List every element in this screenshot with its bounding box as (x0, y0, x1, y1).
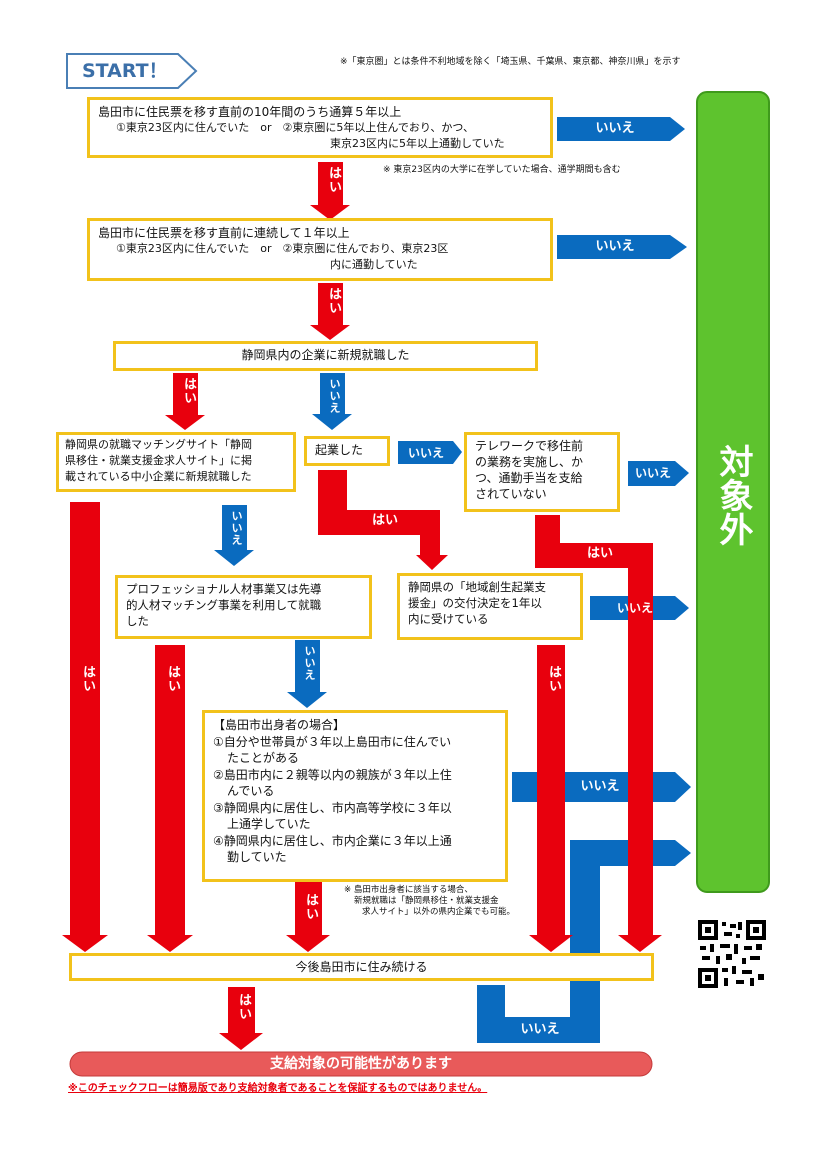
yes-arrow-3 (165, 373, 205, 430)
yes-label-left: はい (80, 665, 95, 693)
step5a-line2: 的人材マッチング事業を利用して就職 (126, 598, 322, 612)
yes-label-5a: はい (165, 665, 180, 693)
step5b-line2: 援金」の交付決定を1年以 (408, 596, 542, 610)
step2-line1: 島田市に住民票を移す直前に連続して１年以上 (98, 226, 350, 240)
step2-line3: 内に通勤していた (330, 258, 418, 271)
yes-arrow-step4b (318, 470, 448, 570)
yes-arrow-final (219, 987, 263, 1050)
start-badge-shape (66, 53, 198, 89)
no-label-step5a: いいえ (303, 645, 316, 681)
step6-c2b: んでいる (227, 784, 275, 798)
step7-label: 今後島田市に住み続ける (295, 960, 428, 974)
qr-code (698, 920, 766, 988)
origin-note-line3: 求人サイト」以外の県内企業でも可能。 (362, 907, 516, 917)
no-arrow-1 (557, 117, 685, 141)
start-label: START！ (82, 60, 168, 82)
yes-arrow-step6 (286, 882, 330, 952)
result-label: 支給対象の可能性があります (270, 1056, 452, 1072)
disclaimer: ※このチェックフローは簡易版であり支給対象者であることを保証するものではありませ… (68, 1083, 488, 1094)
step5a-line1: プロフェッショナル人材事業又は先導 (126, 582, 322, 596)
yes-label-4b: はい (371, 513, 398, 528)
yes-label-4c: はい (586, 546, 613, 561)
no-arrow-step3 (312, 373, 352, 430)
step3-box: 静岡県内の企業に新規就職した (113, 341, 538, 371)
tokyo-area-note: ※「東京圏」とは条件不利地域を除く「埼玉県、千葉県、東京都、神奈川県」を示す (340, 57, 681, 67)
step6-c4b: 勤していた (227, 850, 287, 864)
yes-arrow-left (62, 502, 108, 952)
no-label-3: いいえ (634, 466, 671, 480)
no-arrow-3 (628, 461, 689, 486)
step4a-box: 静岡県の就職マッチングサイト「静岡 県移住・就業支援金求人サイト」に掲 載されて… (56, 432, 296, 492)
university-note: ※ 東京23区内の大学に在学していた場合、通学期間も含む (383, 165, 621, 175)
step6-c1a: ①自分や世帯員が３年以上島田市に住んでい (213, 734, 452, 749)
yes-arrow-1 (310, 162, 350, 220)
step1-line1: 島田市に住民票を移す直前の10年間のうち通算５年以上 (98, 105, 402, 119)
yes-arrow-2 (310, 283, 350, 340)
step4c-line3: つ、通勤手当を支給 (475, 471, 583, 485)
origin-note-line2: 新規就職は「静岡県移住・就業支援金 (354, 896, 499, 906)
excluded-bar (696, 91, 770, 893)
step4a-line1: 静岡県の就職マッチングサイト「静岡 (65, 438, 252, 451)
step2-box: 島田市に住民票を移す直前に連続して１年以上 ①東京23区内に住んでいた or ②… (87, 218, 553, 281)
yes-label-5b: はい (546, 665, 561, 693)
step6-c4a: ④静岡県内に居住し、市内企業に３年以上通 (213, 833, 452, 848)
no-arrow-7 (477, 985, 600, 1043)
step5b-line1: 静岡県の「地域創生起業支 (408, 580, 546, 594)
origin-note-line1: ※ 島田市出身者に該当する場合、 (344, 885, 473, 895)
step4c-box: テレワークで移住前 の業務を実施し、か つ、通勤手当を支給 されていない (464, 432, 620, 512)
step6-c3b: 上通学していた (227, 817, 311, 831)
step5b-box: 静岡県の「地域創生起業支 援金」の交付決定を1年以 内に受けている (397, 573, 583, 640)
no-arrow-step5a (287, 640, 327, 708)
step4a-line3: 載されている中小企業に新規就職した (65, 470, 252, 483)
no-label-2: いいえ (595, 239, 635, 254)
step3-label: 静岡県内の企業に新規就職した (241, 348, 410, 362)
yes-label-2: はい (326, 287, 341, 315)
no-label-step4a: いいえ (230, 510, 243, 546)
result-bar (69, 1051, 653, 1077)
step1-box: 島田市に住民票を移す直前の10年間のうち通算５年以上 ①東京23区内に住んでいた… (87, 97, 553, 158)
step6-c1b: たことがある (227, 751, 300, 765)
yes-label-3: はい (181, 377, 196, 405)
step4b-label: 起業した (315, 443, 364, 457)
step2-line2: ①東京23区内に住んでいた or ②東京圏に住んでおり、東京23区 (116, 242, 449, 255)
yes-label-1: はい (326, 166, 341, 194)
no-arrow-2 (557, 235, 687, 259)
step6-title: 【島田市出身者の場合】 (213, 718, 346, 732)
no-label-5: いいえ (580, 779, 620, 794)
step1-line2: ①東京23区内に住んでいた or ②東京圏に5年以上住んでおり、かつ、 (116, 121, 474, 134)
no-label-1: いいえ (595, 121, 635, 136)
yes-label-6: はい (303, 893, 318, 921)
origin-note: ※ 島田市出身者に該当する場合、 新規就職は「静岡県移住・就業支援金 求人サイト… (344, 885, 515, 918)
step4c-line4: されていない (475, 487, 547, 501)
step5a-box: プロフェッショナル人材事業又は先導 的人材マッチング事業を利用して就職 した (115, 575, 372, 639)
step6-c2a: ②島田市内に２親等以内の親族が３年以上住 (213, 767, 452, 782)
no-label-4b: いいえ (407, 446, 444, 460)
yes-arrow-step5b (529, 645, 573, 952)
step6-box: 【島田市出身者の場合】 ①自分や世帯員が３年以上島田市に住んでい たことがある … (202, 710, 508, 882)
step4b-box: 起業した (304, 436, 390, 466)
step4a-line2: 県移住・就業支援金求人サイト」に掲 (65, 454, 252, 467)
excluded-label: 対象外 (713, 444, 753, 546)
no-label-7: いいえ (520, 1022, 560, 1037)
step4c-line1: テレワークで移住前 (475, 439, 584, 453)
step7-box: 今後島田市に住み続ける (69, 953, 654, 981)
step6-c3a: ③静岡県内に居住し、市内高等学校に３年以 (213, 800, 452, 815)
no-label-4: いいえ (616, 601, 653, 615)
yes-arrow-step5a (147, 645, 193, 952)
step5a-line3: した (126, 614, 149, 628)
step4c-line2: の業務を実施し、か (475, 455, 584, 469)
no-arrow-step4a (214, 505, 254, 566)
no-label-step3: いいえ (328, 378, 341, 414)
yes-label-final: はい (236, 993, 251, 1021)
no-arrow-step4b (398, 441, 462, 464)
step1-line3: 東京23区内に5年以上通勤していた (330, 137, 505, 150)
step5b-line3: 内に受けている (408, 612, 489, 626)
yes-arrow-step4c (535, 515, 662, 952)
